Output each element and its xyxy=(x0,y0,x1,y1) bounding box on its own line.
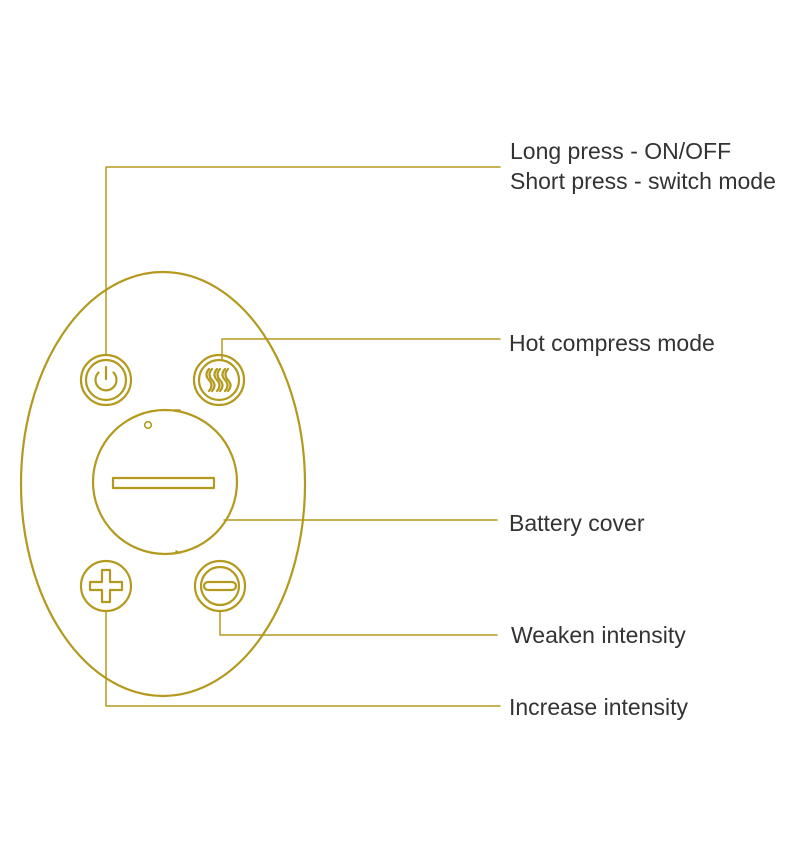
power-button-label: Long press - ON/OFF Short press - switch… xyxy=(510,136,776,196)
battery-cover[interactable] xyxy=(91,408,239,556)
leader-lines xyxy=(105,166,501,707)
plus-button-label: Increase intensity xyxy=(509,694,688,720)
minus-icon xyxy=(202,580,238,592)
leader-minus xyxy=(219,610,498,636)
minus-button-label: Weaken intensity xyxy=(511,622,686,648)
power-label-line1: Long press - ON/OFF xyxy=(510,138,732,164)
leader-plus xyxy=(105,610,501,707)
heat-waves-icon xyxy=(205,367,232,393)
plus-icon xyxy=(88,568,124,604)
power-button[interactable] xyxy=(79,353,133,407)
power-icon xyxy=(94,365,118,392)
battery-cover-label: Battery cover xyxy=(509,510,645,536)
leader-power xyxy=(105,166,501,356)
battery-cover-slot xyxy=(111,476,216,490)
heat-button[interactable] xyxy=(192,353,246,407)
heat-button-label: Hot compress mode xyxy=(509,330,715,356)
device-body xyxy=(19,270,307,698)
minus-button[interactable] xyxy=(193,559,247,613)
power-label-line2: Short press - switch mode xyxy=(510,168,776,194)
plus-button[interactable] xyxy=(79,559,133,613)
battery-cover-indicator-dot xyxy=(143,420,153,430)
leader-heat xyxy=(221,338,501,361)
